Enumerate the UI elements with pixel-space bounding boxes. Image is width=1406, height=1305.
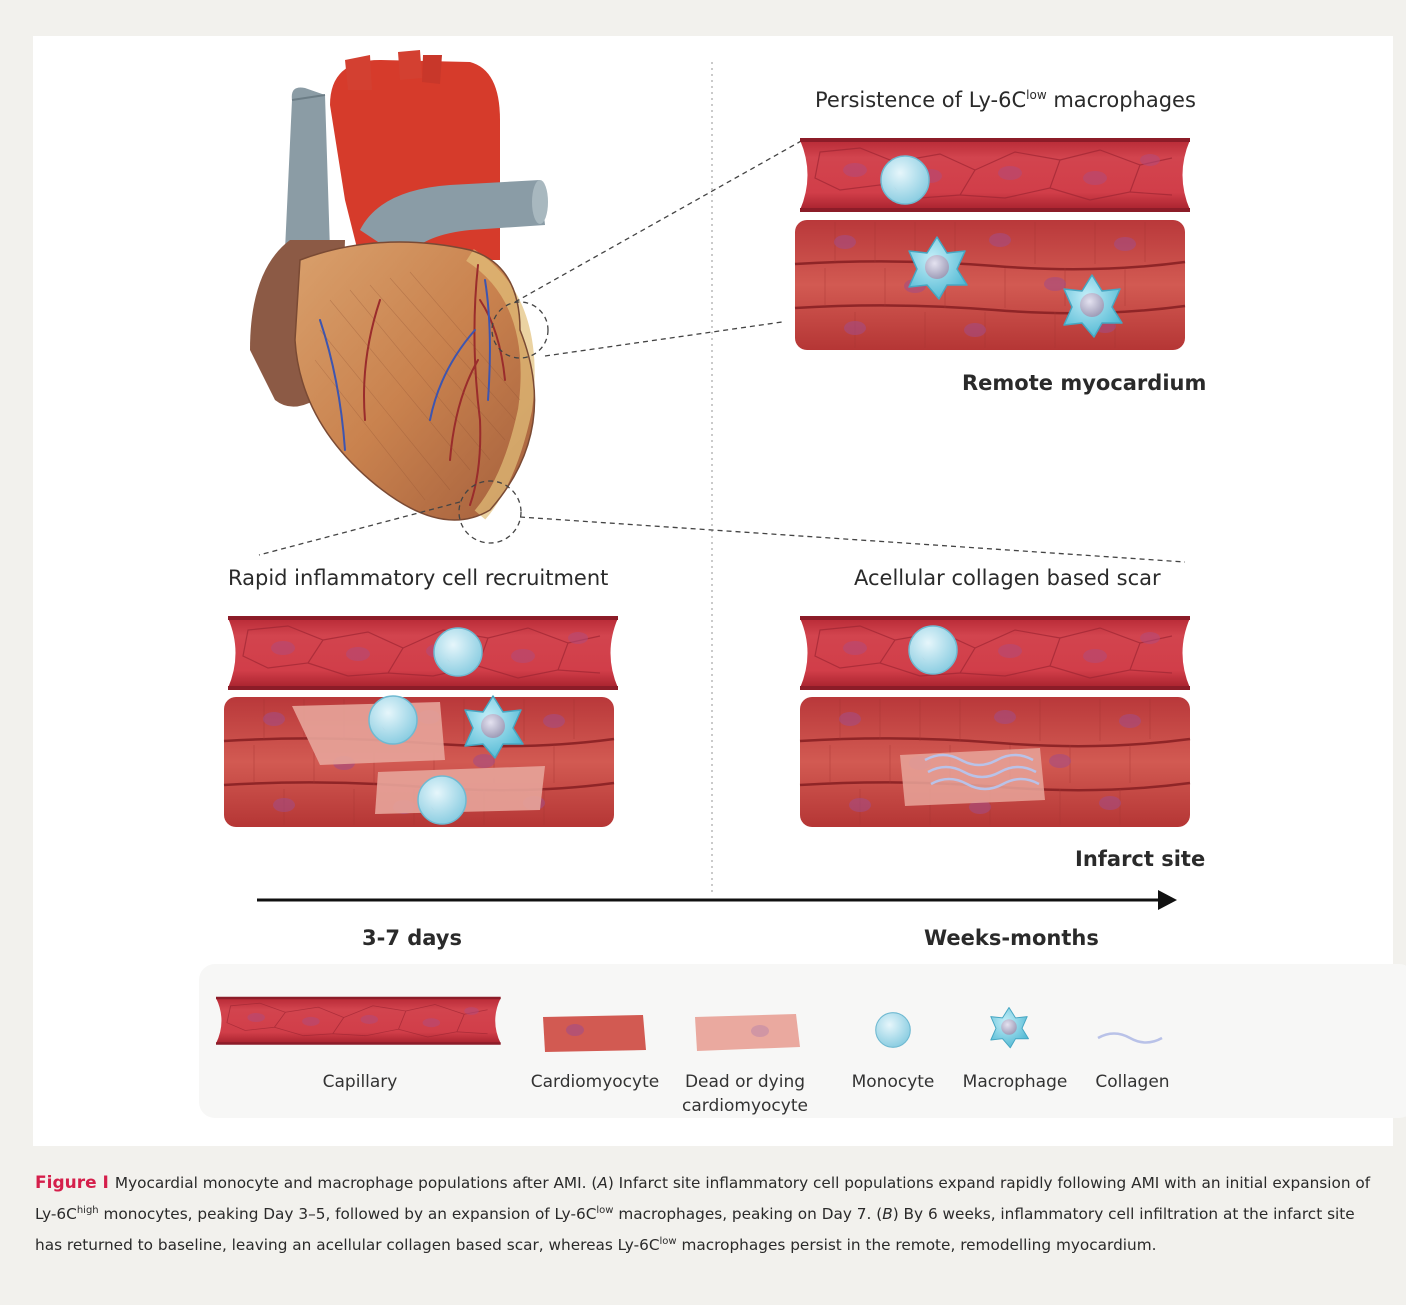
legend-dead-line2: cardiomyocyte	[675, 1094, 815, 1118]
persistence-label: Persistence of Ly-6Clow macrophages	[815, 88, 1196, 112]
legend-dead-line1: Dead or dying	[675, 1070, 815, 1094]
heart-illustration	[250, 50, 548, 520]
infarct-early-panel	[224, 618, 618, 827]
legend-monocyte: Monocyte	[848, 1070, 938, 1094]
acellular-scar-label: Acellular collagen based scar	[854, 566, 1161, 590]
legend-capillary: Capillary	[310, 1070, 410, 1094]
remote-panel	[795, 140, 1190, 350]
legend-cardiomyocyte-icon	[543, 1015, 646, 1052]
weeks-months-label: Weeks-months	[924, 926, 1099, 950]
infarct-late-panel	[800, 618, 1190, 827]
timeline-arrow	[257, 890, 1177, 910]
legend-dead-cardiomyocyte-icon	[695, 1014, 800, 1051]
days-label: 3-7 days	[362, 926, 462, 950]
remote-myocardium-label: Remote myocardium	[962, 371, 1206, 395]
legend-cardiomyocyte: Cardiomyocyte	[520, 1070, 670, 1094]
figure-label: Figure I	[35, 1173, 109, 1193]
infarct-site-label: Infarct site	[1075, 847, 1205, 871]
illustration	[0, 0, 1406, 1160]
rapid-recruitment-label: Rapid inflammatory cell recruitment	[228, 566, 608, 590]
legend-macrophage: Macrophage	[955, 1070, 1075, 1094]
legend-collagen: Collagen	[1090, 1070, 1175, 1094]
